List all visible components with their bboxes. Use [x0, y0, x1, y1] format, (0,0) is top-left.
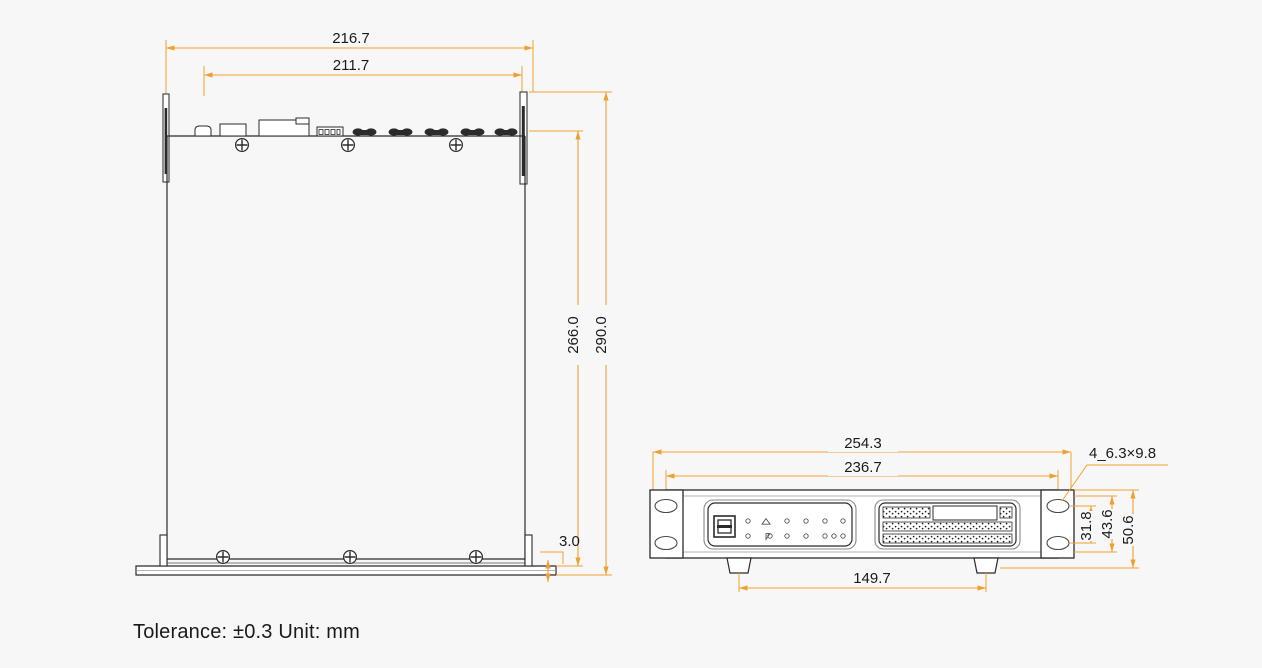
dim-50-6-label: 50.6 — [1120, 515, 1137, 544]
top-connectors — [194, 117, 344, 137]
top-screw-row — [235, 138, 464, 153]
slot-callout-label: 4_6.3×9.8 — [1089, 445, 1156, 462]
right-rail — [519, 91, 528, 185]
triangle-up-icon — [761, 517, 771, 525]
base-flange — [135, 534, 557, 576]
ventilation-grille — [874, 499, 1021, 550]
dim-290-0: 290.0 — [529, 91, 615, 576]
screw-marker — [449, 138, 464, 153]
dim-149-7: 149.7 — [738, 570, 987, 592]
led-row-bottom — [745, 533, 846, 539]
mounting-slot — [1046, 535, 1070, 551]
screw-marker — [216, 549, 231, 564]
io-panel — [703, 499, 857, 550]
dim-236-7-label: 236.7 — [844, 459, 882, 476]
tolerance-note: Tolerance: ±0.3 Unit: mm — [133, 621, 360, 643]
dim-254-3: 254.3 — [653, 435, 1071, 455]
dim-3-0: 3.0 — [540, 533, 580, 582]
mounting-slot — [1046, 498, 1070, 514]
dim-216-7-label: 216.7 — [332, 30, 370, 47]
dim-50-6: 50.6 — [1000, 489, 1142, 569]
screw-marker — [469, 549, 484, 564]
bracket-side-view: 216.7 211.7 — [135, 30, 615, 582]
dim-216-7: 216.7 — [166, 30, 533, 51]
dim-211-7: 211.7 — [204, 57, 522, 78]
dim-43-6: 43.6 — [1074, 495, 1121, 553]
mounting-ear-right — [1040, 489, 1075, 559]
connector-icon — [713, 515, 736, 538]
bottom-screw-row — [216, 549, 484, 564]
slot-callout: 4_6.3×9.8 — [1061, 445, 1168, 502]
chassis-feet — [726, 557, 999, 574]
screw-marker — [341, 138, 356, 153]
dim-236-7: 236.7 — [666, 459, 1058, 479]
mounting-slot — [654, 535, 678, 551]
mounting-slot — [654, 498, 678, 514]
display-window — [932, 505, 998, 521]
dim-290-0-label: 290.0 — [593, 316, 610, 354]
chassis-front-view: 254.3 236.7 4_6.3×9.8 — [649, 435, 1168, 592]
mounting-ear-left — [649, 489, 684, 559]
dim-266-0: 266.0 — [529, 130, 587, 567]
dim-266-0-label: 266.0 — [565, 316, 582, 354]
led-row-top — [745, 518, 846, 524]
dim-149-7-label: 149.7 — [853, 570, 891, 587]
screw-marker — [235, 138, 250, 153]
left-rail — [162, 93, 170, 183]
screw-marker — [343, 549, 358, 564]
dim-254-3-label: 254.3 — [844, 435, 882, 452]
dim-3-0-label: 3.0 — [559, 533, 580, 550]
dim-31-8: 31.8 — [1070, 505, 1100, 544]
dim-43-6-label: 43.6 — [1099, 509, 1116, 538]
body-vertical-edges — [166, 136, 526, 566]
dim-211-7-label: 211.7 — [333, 57, 369, 74]
dim-31-8-label: 31.8 — [1078, 511, 1095, 540]
top-connector-pairs — [352, 128, 518, 136]
